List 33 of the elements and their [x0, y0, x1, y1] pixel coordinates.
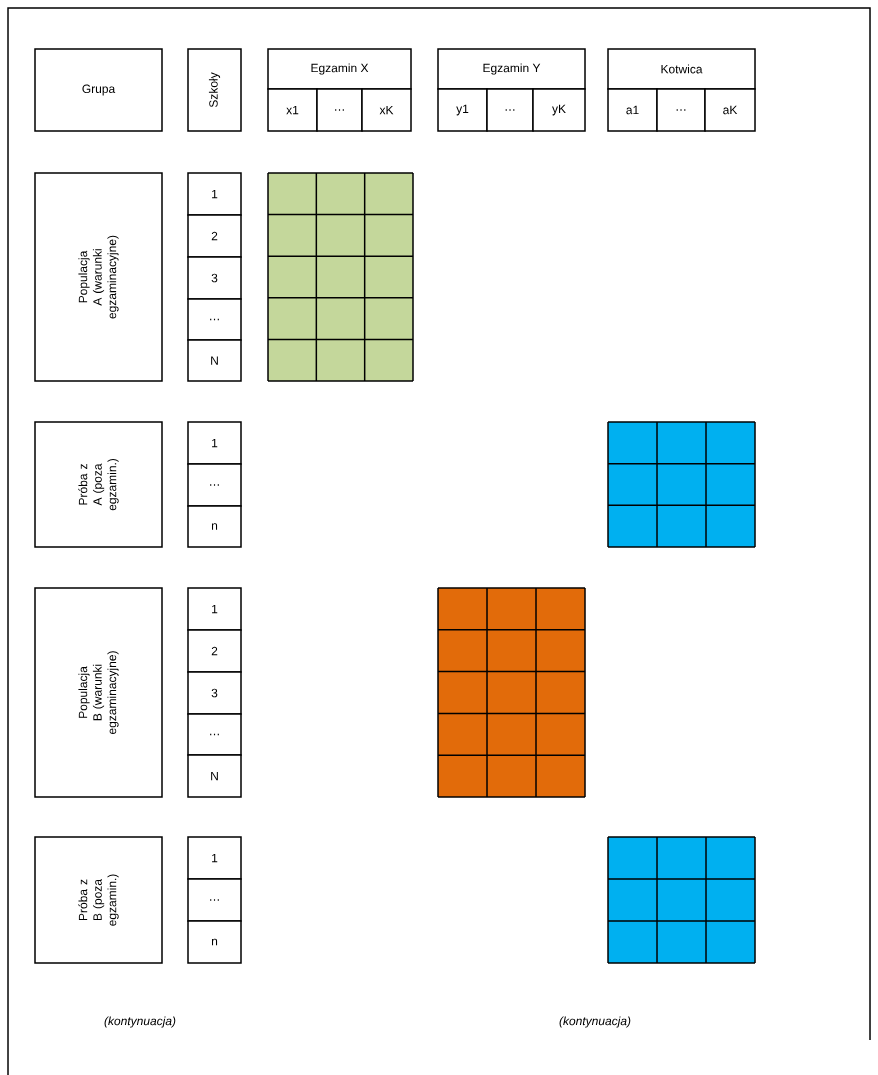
school-cell: 1 — [187, 421, 242, 465]
school-cell: 1 — [187, 836, 242, 880]
group-box: Populacja A (warunki egzaminacyjne) — [34, 172, 163, 382]
subcolumn-cell: … — [316, 88, 363, 132]
school-cell: 3 — [187, 256, 242, 300]
subcolumn-cell: … — [486, 88, 534, 132]
continuation-note: (kontynuacja) — [104, 1016, 176, 1028]
school-cell: … — [187, 463, 242, 507]
subcolumn-cell: x1 — [267, 88, 318, 132]
subcolumn-cell: y1 — [437, 88, 488, 132]
school-cell: … — [187, 298, 242, 341]
school-cell: N — [187, 754, 242, 798]
group-box: Populacja B (warunki egzaminacyjne) — [34, 587, 163, 798]
school-cell: … — [187, 713, 242, 756]
header-cell: Grupa — [34, 48, 163, 132]
school-cell: 3 — [187, 671, 242, 715]
subcolumn-cell: xK — [361, 88, 412, 132]
school-cell: 2 — [187, 214, 242, 258]
school-cell: 1 — [187, 587, 242, 631]
school-cell: n — [187, 505, 242, 548]
subcolumn-cell: … — [656, 88, 706, 132]
group-box: Próba z B (poza egzamin.) — [34, 836, 163, 964]
header-cell: Szkoły — [187, 48, 242, 132]
subcolumn-cell: aK — [704, 88, 756, 132]
school-cell: N — [187, 339, 242, 382]
school-cell: 1 — [187, 172, 242, 216]
continuation-note: (kontynuacja) — [559, 1016, 631, 1028]
subcolumn-cell: yK — [532, 88, 586, 132]
group-box: Próba z A (poza egzamin.) — [34, 421, 163, 548]
school-cell: n — [187, 920, 242, 964]
school-cell: … — [187, 878, 242, 922]
school-cell: 2 — [187, 629, 242, 673]
subcolumn-cell: a1 — [607, 88, 658, 132]
